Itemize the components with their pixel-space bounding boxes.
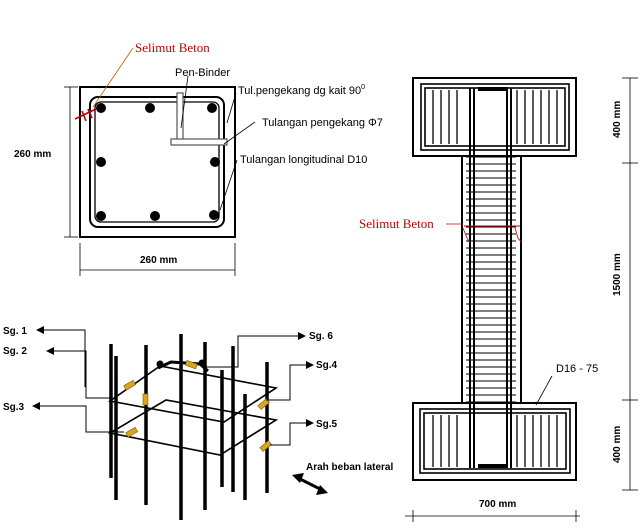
sg5-label: Sg.5 — [316, 419, 338, 430]
gauge-sg6 — [184, 360, 198, 370]
sg2-label: Sg. 2 — [3, 346, 27, 357]
rebar-dot — [210, 157, 220, 167]
rebar-dot — [96, 211, 106, 221]
rebar-dot — [207, 103, 217, 113]
d16-leader — [535, 375, 553, 406]
rebar-dot — [96, 103, 106, 113]
tulangan-longitudinal-label: Tulangan longitudinal D10 — [240, 154, 367, 166]
dim-bottom-label-right: 400 mm — [612, 426, 623, 463]
elevation-dimensions — [405, 77, 638, 522]
tul-kait-sup: 0 — [361, 84, 365, 91]
gauge-sg2 — [142, 393, 149, 406]
sg3-label: Sg.3 — [3, 402, 25, 413]
gauge-sg5 — [259, 440, 272, 452]
kait-leader — [226, 92, 237, 124]
gauge-arrowheads — [32, 326, 314, 427]
rebar-dot — [145, 103, 155, 113]
load-direction-label: Arah beban lateral — [306, 462, 393, 473]
stub-vertical-bars — [432, 90, 558, 467]
selimut-beton-right-label: Selimut Beton — [359, 216, 434, 231]
sg4-label: Sg.4 — [316, 360, 338, 371]
longitudinal-bars — [96, 103, 220, 221]
tulangan-pengekang-label: Tulangan pengekang Φ7 — [262, 117, 383, 129]
selimut-leader — [92, 47, 134, 108]
load-direction-arrow — [292, 473, 328, 495]
cross-section: 260 mm 260 mm Selimut Beton Pen-Binder T… — [14, 40, 383, 276]
pengekang-leader — [223, 121, 256, 145]
gauge-sg1 — [123, 379, 137, 391]
longitudinal-leader — [219, 159, 238, 211]
column-elevation: Selimut Beton D16 - 75 400 mm 1500 mm 40… — [359, 77, 638, 522]
column-longitudinal-rebar — [469, 88, 512, 468]
selimut-tick-right — [514, 227, 523, 244]
rebar-dot — [150, 211, 160, 221]
column-ties — [466, 149, 516, 410]
cage-binder-knot — [156, 360, 164, 368]
rebar-cage-3d: Sg. 1 Sg. 2 Sg.3 Sg.4 Sg.5 Sg. 6 Arah be… — [3, 326, 393, 520]
cage-ties — [107, 365, 279, 456]
gauge-sg3 — [125, 426, 139, 438]
dim-middle-label: 1500 mm — [612, 253, 623, 296]
pen-binder-label: Pen-Binder — [175, 67, 230, 79]
cover-mark — [74, 108, 97, 122]
dim-bottom-label: 260 mm — [140, 255, 177, 266]
tul-kait-label: Tul.pengekang dg kait 900 — [238, 84, 365, 97]
gauge-sg4 — [257, 398, 270, 410]
dim-top-label: 400 mm — [612, 101, 623, 138]
cage-vertical-bars — [109, 334, 269, 520]
selimut-beton-label: Selimut Beton — [135, 40, 210, 55]
gauge-leaders — [38, 329, 308, 446]
stirrup-outer — [89, 96, 225, 228]
cage-binder-knot — [198, 359, 206, 367]
rebar-dot — [209, 210, 219, 220]
dim-left-label: 260 mm — [14, 149, 51, 160]
pen-binder-horizontal — [170, 138, 228, 146]
selimut-tick-left — [462, 227, 471, 244]
rebar-dot — [96, 157, 106, 167]
dimension-bottom — [79, 243, 236, 276]
dimension-left — [64, 86, 78, 238]
dim-width-label: 700 mm — [479, 499, 516, 510]
pen-binder-leader — [180, 75, 189, 129]
tul-kait-base: Tul.pengekang dg kait 90 — [238, 85, 361, 97]
rebar-spec-label: D16 - 75 — [556, 363, 598, 375]
sg6-label: Sg. 6 — [309, 331, 333, 342]
sg1-label: Sg. 1 — [3, 326, 27, 337]
strain-gauges — [123, 360, 272, 452]
